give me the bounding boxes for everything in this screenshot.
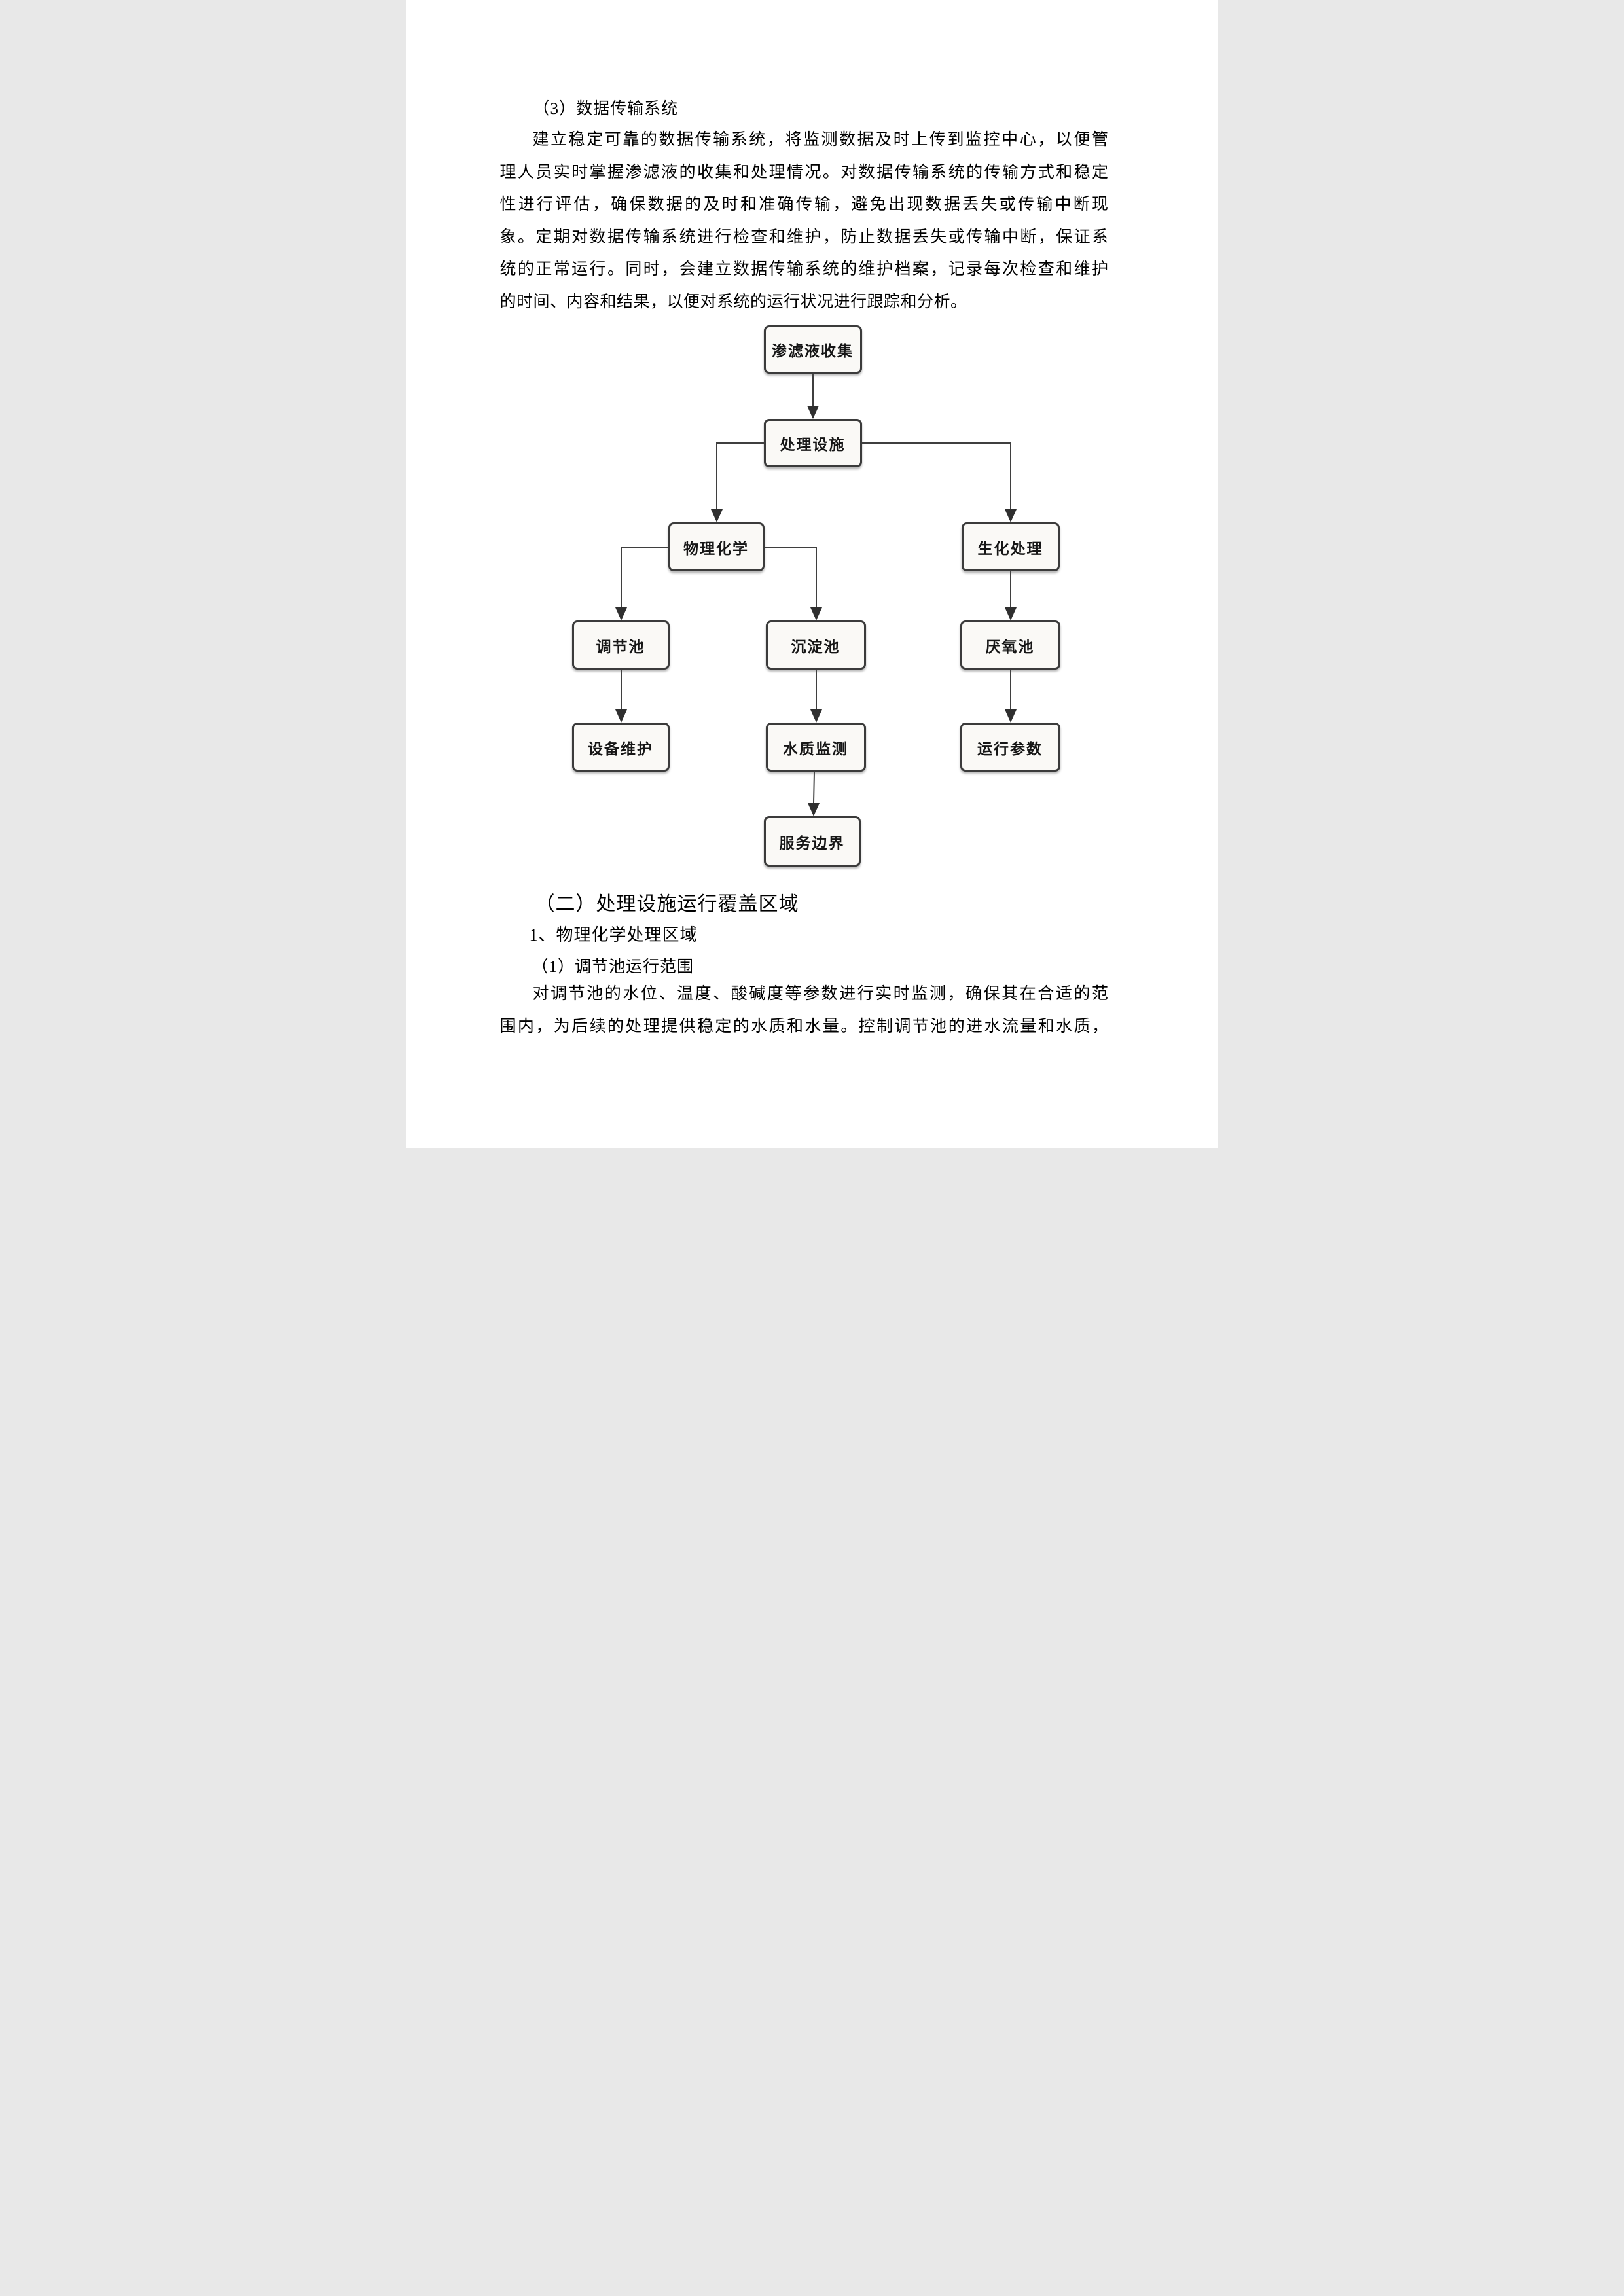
node-operating-parameters: 运行参数 — [960, 723, 1060, 772]
paragraph-line: 建立稳定可靠的数据传输系统，将监测数据及时上传到监控中心，以便管 — [532, 131, 1109, 149]
node-physicochemical: 物理化学 — [668, 522, 765, 571]
document-page: （3）数据传输系统 建立稳定可靠的数据传输系统，将监测数据及时上传到监控中心，以… — [406, 0, 1218, 1148]
paragraph-line: 对调节池的水位、温度、酸碱度等参数进行实时监测，确保其在合适的范 — [532, 985, 1109, 1003]
sub-heading-1: 1、物理化学处理区域 — [529, 925, 698, 944]
paragraph-line: 象。定期对数据传输系统进行检查和维护，防止数据丢失或传输中断，保证系 — [499, 228, 1109, 246]
paragraph-regulation-tank: 对调节池的水位、温度、酸碱度等参数进行实时监测，确保其在合适的范 围内，为后续的… — [500, 978, 1109, 1043]
section3-heading: （3）数据传输系统 — [533, 100, 679, 118]
paragraph-line: 围内，为后续的处理提供稳定的水质和水量。控制调节池的进水流量和水质， — [499, 1017, 1109, 1035]
node-service-boundary: 服务边界 — [763, 816, 861, 867]
section2-heading: （二）处理设施运行覆盖区域 — [535, 893, 799, 915]
node-biochemical-treatment: 生化处理 — [961, 522, 1060, 571]
node-leachate-collection: 渗滤液收集 — [763, 325, 862, 374]
paragraph-data-transmission: 建立稳定可靠的数据传输系统，将监测数据及时上传到监控中心，以便管 理人员实时掌握… — [500, 124, 1109, 318]
paragraph-line: 理人员实时掌握渗滤液的收集和处理情况。对数据传输系统的传输方式和稳定 — [499, 163, 1109, 181]
node-anaerobic-tank: 厌氧池 — [960, 620, 1060, 670]
paragraph-line: 性进行评估，确保数据的及时和准确传输，避免出现数据丢失或传输中断现 — [499, 196, 1109, 213]
node-sedimentation-tank: 沉淀池 — [765, 620, 866, 670]
node-water-quality-monitoring: 水质监测 — [765, 723, 866, 772]
node-regulation-tank: 调节池 — [571, 620, 670, 670]
flowchart-leachate-treatment: 渗滤液收集 处理设施 物理化学 生化处理 调节池 沉淀池 厌氧池 设备维护 水质… — [406, 0, 1218, 1148]
node-treatment-facility: 处理设施 — [763, 419, 862, 467]
flowchart-connectors — [615, 374, 1017, 816]
paragraph-line: 统的正常运行。同时，会建立数据传输系统的维护档案，记录每次检查和维护 — [499, 260, 1109, 278]
sub-heading-1-1: （1）调节池运行范围 — [532, 958, 695, 976]
paragraph-line: 的时间、内容和结果，以便对系统的运行状况进行跟踪和分析。 — [499, 293, 967, 311]
node-equipment-maintenance: 设备维护 — [571, 723, 670, 772]
